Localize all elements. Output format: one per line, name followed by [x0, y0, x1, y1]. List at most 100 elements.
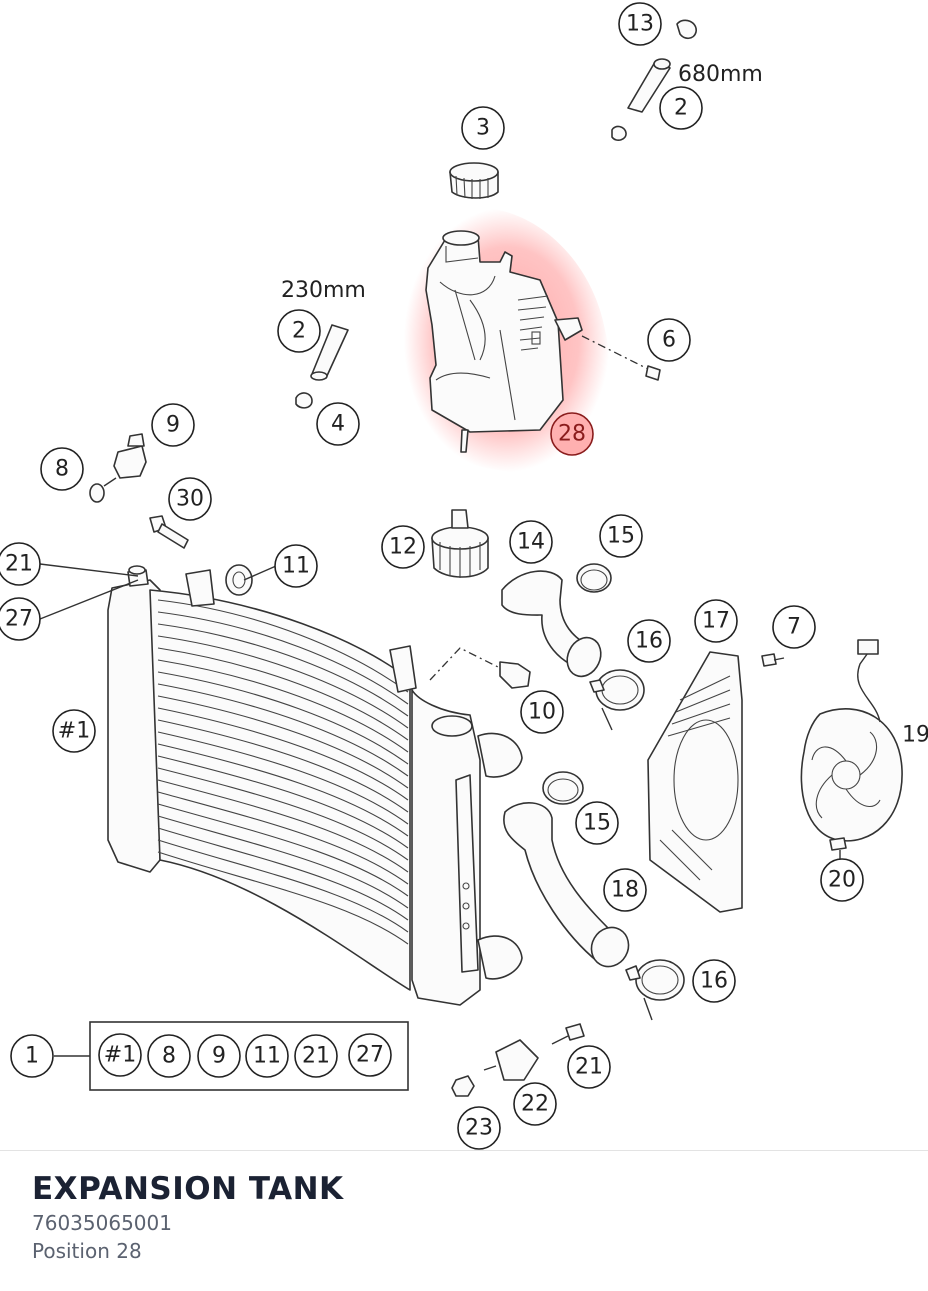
part-title: EXPANSION TANK	[32, 1171, 344, 1207]
callout-14[interactable]: 14	[509, 520, 553, 564]
hose-230mm[interactable]	[310, 324, 349, 381]
callout-19[interactable]: 19	[902, 723, 928, 748]
callout-17[interactable]: 17	[694, 599, 738, 643]
svg-text:21: 21	[575, 1055, 603, 1080]
svg-text:11: 11	[253, 1044, 281, 1069]
svg-text:15: 15	[583, 811, 611, 836]
bolt-21-lower-part[interactable]	[551, 1023, 585, 1045]
bolt-10-part[interactable]	[429, 647, 531, 689]
svg-text:8: 8	[162, 1044, 176, 1069]
callout-1[interactable]: 1	[10, 1034, 54, 1078]
kit-callout-11[interactable]: 11	[245, 1034, 289, 1078]
callout-3[interactable]: 3	[461, 106, 505, 150]
callout-16-lower[interactable]: 16	[692, 959, 736, 1003]
callout-11[interactable]: 11	[274, 544, 318, 588]
clamp-15b-part[interactable]	[542, 771, 584, 805]
clamp-13-part[interactable]	[676, 19, 697, 40]
callout-15-upper[interactable]: 15	[599, 514, 643, 558]
callout-10[interactable]: 10	[520, 690, 564, 734]
clamp-16b-part[interactable]	[625, 959, 685, 1021]
svg-text:17: 17	[702, 609, 730, 634]
callout-18[interactable]: 18	[603, 868, 647, 912]
kit-callout-radiator[interactable]: #1	[98, 1033, 142, 1077]
svg-text:11: 11	[282, 554, 310, 579]
svg-text:7: 7	[787, 615, 801, 640]
filler-neck-part[interactable]	[431, 509, 489, 578]
hose-680mm[interactable]	[627, 58, 671, 113]
callout-21-upper[interactable]: 21	[0, 542, 41, 586]
svg-text:4: 4	[331, 412, 345, 437]
svg-text:20: 20	[828, 868, 856, 893]
callout-23[interactable]: 23	[457, 1106, 501, 1150]
part-position: Position 28	[32, 1239, 142, 1263]
svg-text:#1: #1	[58, 719, 90, 744]
callout-4[interactable]: 4	[316, 402, 360, 446]
kit-callout-21[interactable]: 21	[294, 1034, 338, 1078]
screw-6-part[interactable]	[581, 335, 661, 381]
svg-text:28: 28	[558, 422, 586, 447]
callout-15-lower[interactable]: 15	[575, 801, 619, 845]
callout-13[interactable]: 13	[618, 2, 662, 46]
callout-8[interactable]: 8	[40, 447, 84, 491]
svg-text:13: 13	[626, 12, 654, 37]
svg-text:14: 14	[517, 530, 545, 555]
kit-callout-9[interactable]: 9	[197, 1034, 241, 1078]
callout-22[interactable]: 22	[513, 1082, 557, 1126]
callout-2-left[interactable]: 2	[277, 309, 321, 353]
svg-text:9: 9	[166, 413, 180, 438]
callout-12[interactable]: 12	[381, 525, 425, 569]
svg-text:27: 27	[5, 607, 33, 632]
part-number: 76035065001	[32, 1211, 172, 1235]
svg-text:3: 3	[476, 116, 490, 141]
bushing-22-part[interactable]	[483, 1039, 539, 1081]
svg-text:2: 2	[292, 319, 306, 344]
svg-text:9: 9	[212, 1044, 226, 1069]
expansion-tank-part[interactable]	[425, 230, 583, 453]
callout-9[interactable]: 9	[151, 403, 195, 447]
clamp-15a-part[interactable]	[576, 563, 612, 593]
svg-text:27: 27	[356, 1043, 384, 1068]
callout-2-top[interactable]: 2	[659, 86, 703, 130]
nut-23-part[interactable]	[451, 1075, 475, 1097]
callout-radiator-1[interactable]: #1	[52, 709, 96, 753]
callout-21-lower[interactable]: 21	[567, 1045, 611, 1089]
temp-sensor-part[interactable]	[113, 433, 147, 479]
svg-text:16: 16	[700, 969, 728, 994]
svg-text:6: 6	[662, 328, 676, 353]
svg-text:19: 19	[902, 723, 928, 748]
screw-7-part[interactable]	[761, 653, 785, 667]
callout-6[interactable]: 6	[647, 318, 691, 362]
svg-text:22: 22	[521, 1092, 549, 1117]
svg-text:15: 15	[607, 524, 635, 549]
svg-text:10: 10	[528, 700, 556, 725]
hose-14-part[interactable]	[501, 570, 607, 682]
callout-7[interactable]: 7	[772, 605, 816, 649]
clamp-lower-top-hose[interactable]	[611, 125, 627, 142]
callout-28-selected[interactable]: 28	[550, 412, 594, 456]
svg-text:18: 18	[611, 878, 639, 903]
callout-30[interactable]: 30	[168, 477, 212, 521]
svg-text:21: 21	[302, 1044, 330, 1069]
clamp-16a-part[interactable]	[589, 669, 645, 731]
o-ring-part[interactable]	[89, 477, 117, 503]
clamp-4-part[interactable]	[295, 392, 313, 409]
svg-text:12: 12	[389, 535, 417, 560]
callout-27[interactable]: 27	[0, 597, 41, 641]
hose-18-part[interactable]	[503, 802, 636, 974]
kit-box	[89, 1021, 409, 1091]
svg-text:30: 30	[176, 487, 204, 512]
cooling-fan-part[interactable]	[800, 639, 903, 842]
radiator-part[interactable]	[107, 569, 523, 1006]
kit-callout-27[interactable]: 27	[348, 1033, 392, 1077]
cap-part[interactable]	[449, 162, 499, 199]
exploded-parts-diagram: 680mm 230mm 13 2 3 2 6 4 28 9 8 30 12 14…	[0, 2, 928, 1150]
bolt-30-part[interactable]	[149, 515, 189, 549]
svg-text:#1: #1	[104, 1043, 136, 1068]
callout-16-upper[interactable]: 16	[627, 619, 671, 663]
dimension-label-680mm: 680mm	[678, 62, 763, 87]
rubber-mount-11-part[interactable]	[225, 564, 253, 596]
svg-text:2: 2	[674, 96, 688, 121]
fan-shroud-part[interactable]	[647, 651, 743, 913]
callout-20[interactable]: 20	[820, 858, 864, 902]
kit-callout-8[interactable]: 8	[147, 1034, 191, 1078]
